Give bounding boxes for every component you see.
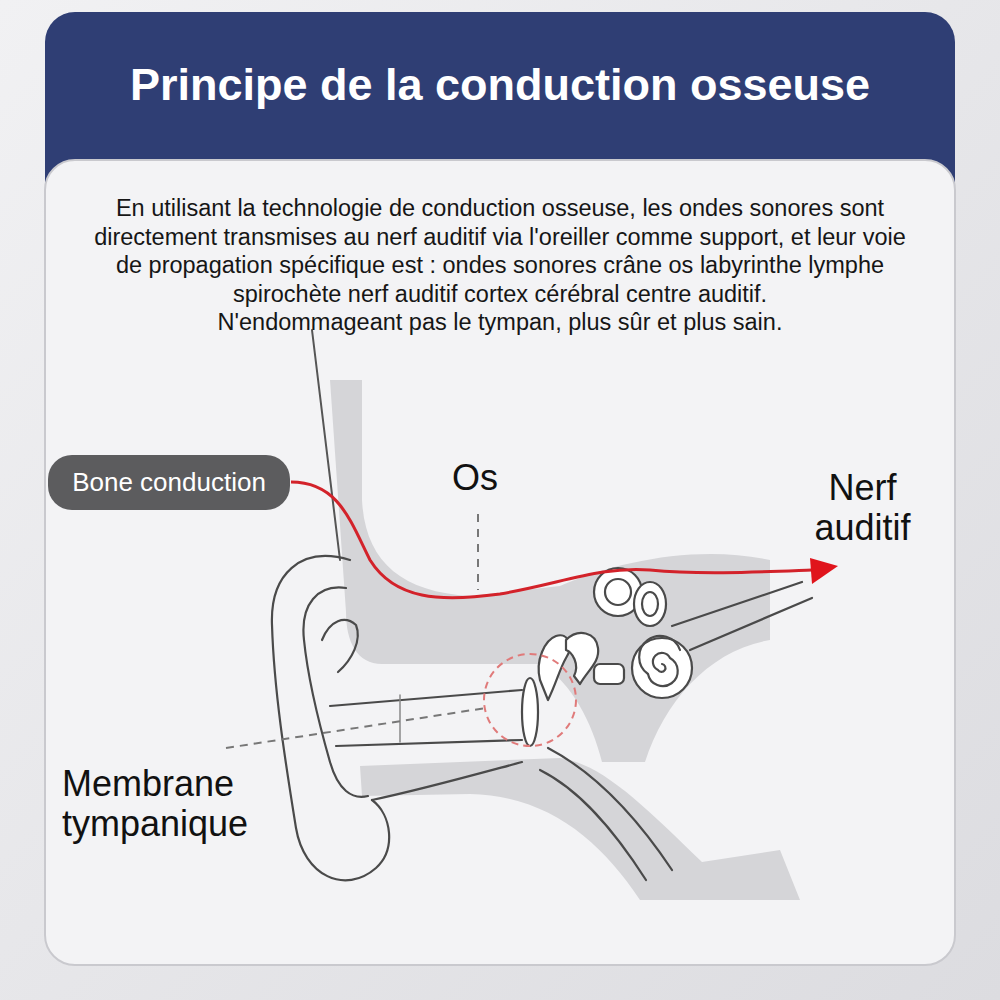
pinna	[272, 556, 389, 880]
leader-line	[226, 708, 486, 748]
card-panel	[45, 160, 955, 965]
eustachian-tube	[548, 748, 672, 870]
sound-path	[291, 482, 812, 598]
antihelix	[322, 620, 358, 672]
title: Principe de la conduction osseuse	[0, 60, 1000, 110]
ear-canal	[336, 740, 522, 746]
part-label: Membrane tympanique	[62, 764, 284, 845]
auditory-nerve	[690, 598, 812, 650]
stapes	[594, 664, 624, 684]
semicircular-canal	[605, 579, 631, 605]
bone-region	[330, 380, 770, 762]
ear-illustration	[272, 330, 812, 900]
part-label: Nerf auditif	[795, 468, 930, 549]
semicircular-canal	[642, 592, 658, 616]
part-label: Os	[452, 458, 532, 498]
cochlea-spiral	[639, 636, 680, 686]
tag-text: Bone conduction	[72, 467, 266, 498]
body-text: N'endommageant pas le tympan, plus sûr e…	[93, 308, 907, 337]
body-text: En utilisant la technologie de conductio…	[93, 194, 907, 308]
bone-conduction-tag: Bone conduction	[48, 455, 290, 510]
ear-canal	[372, 762, 522, 800]
leader-line	[477, 514, 479, 590]
canal-mark	[399, 695, 401, 742]
ear-canal	[330, 690, 522, 706]
eardrum	[522, 678, 538, 746]
helix	[303, 587, 368, 796]
bone-region	[360, 758, 800, 900]
sound-arrowhead	[810, 558, 838, 584]
eardrum-highlight	[484, 654, 576, 746]
semicircular-canal	[634, 582, 666, 626]
eustachian-tube	[540, 770, 646, 880]
auditory-nerve	[672, 582, 802, 626]
